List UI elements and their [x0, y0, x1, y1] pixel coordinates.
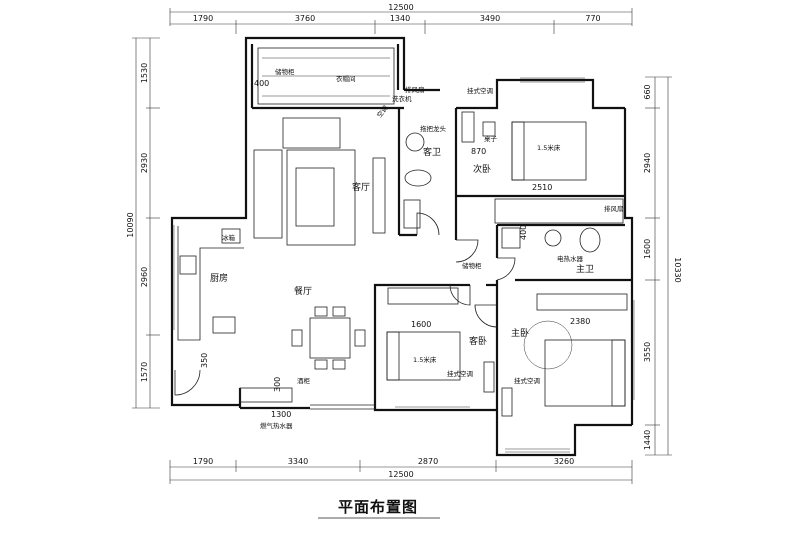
dim-inner-350: 350	[200, 353, 209, 368]
dim-left-seg-2: 2930	[140, 153, 149, 173]
dim-left-seg-1: 1530	[140, 63, 149, 83]
room-guest-bath: 客卫	[423, 146, 441, 158]
windows	[173, 77, 635, 453]
dim-bottom-seg-2: 3340	[288, 457, 308, 466]
label-mop-tap: 拖把龙头	[420, 124, 447, 133]
label-storage-cabinet-mid: 储物柜	[462, 261, 482, 270]
dim-right-total: 10330	[673, 257, 682, 282]
walls	[170, 36, 634, 457]
room-master-bath: 主卫	[576, 263, 594, 275]
dim-top-seg-5: 770	[585, 14, 600, 23]
dim-inner-400-top: 400	[254, 79, 269, 88]
dim-top-seg-4: 3490	[480, 14, 500, 23]
room-master-bed: 主卧	[511, 327, 529, 339]
label-electric-water-heater: 电热水器	[557, 254, 584, 263]
label-exhaust-fan-1: 排风扇	[405, 85, 425, 94]
label-wall-ac-1: 挂式空调	[467, 86, 493, 95]
dim-top-seg-3: 1340	[390, 14, 410, 23]
dim-bottom-total: 12500	[388, 470, 413, 479]
dim-top-seg-1: 1790	[193, 14, 213, 23]
label-ac-unit: 空调	[375, 104, 390, 120]
dim-inner-1300: 1300	[271, 410, 291, 419]
dim-right-seg-1: 660	[643, 84, 652, 99]
dimension-lines	[132, 8, 672, 484]
room-second-bed: 次卧	[473, 163, 491, 175]
dim-bottom-seg-1: 1790	[193, 457, 213, 466]
dim-inner-300: 300	[273, 377, 282, 392]
dim-top-total: 12500	[388, 3, 413, 12]
label-coat-room: 衣帽间	[336, 74, 356, 83]
dim-left-seg-4: 1570	[140, 362, 149, 382]
dim-inner-1600: 1600	[411, 320, 431, 329]
dim-left-total: 10090	[126, 212, 135, 237]
dim-right-seg-4: 3550	[643, 342, 652, 362]
dim-top-seg-2: 3760	[295, 14, 315, 23]
label-gas-water-heater: 燃气热水器	[260, 421, 293, 430]
dim-bottom-seg-3: 2870	[418, 457, 438, 466]
dim-bottom-seg-4: 3260	[554, 457, 574, 466]
label-bed-1-5-b: 1.5米床	[413, 355, 437, 364]
furniture	[177, 47, 628, 417]
dim-right-seg-2: 2940	[643, 153, 652, 173]
room-kitchen: 厨房	[210, 272, 228, 284]
label-wine-cabinet: 酒柜	[297, 376, 311, 385]
dim-right-seg-3: 1600	[643, 239, 652, 259]
dim-inner-2380: 2380	[570, 317, 590, 326]
dim-inner-2510: 2510	[532, 183, 552, 192]
dim-inner-870: 870	[471, 147, 486, 156]
room-guest-bed: 客卧	[469, 335, 487, 347]
label-desk: 桌子	[484, 134, 498, 143]
label-washer: 洗衣机	[392, 94, 412, 103]
room-living: 客厅	[352, 181, 370, 193]
label-bed-1-5-a: 1.5米床	[537, 143, 561, 152]
doors	[174, 212, 516, 396]
dim-right-seg-5: 1440	[643, 430, 652, 450]
label-exhaust-fan-2: 排风扇	[604, 204, 624, 213]
label-wall-ac-2: 挂式空调	[447, 369, 473, 378]
dim-left-seg-3: 2960	[140, 267, 149, 287]
label-fridge: 冰箱	[222, 233, 236, 242]
label-wall-ac-3: 挂式空调	[514, 376, 540, 385]
dim-inner-400-bath: 400	[519, 225, 528, 240]
room-dining: 餐厅	[294, 285, 312, 297]
drawing-title: 平面布置图	[338, 498, 418, 516]
label-storage-cabinet-top: 储物柜	[275, 67, 295, 76]
